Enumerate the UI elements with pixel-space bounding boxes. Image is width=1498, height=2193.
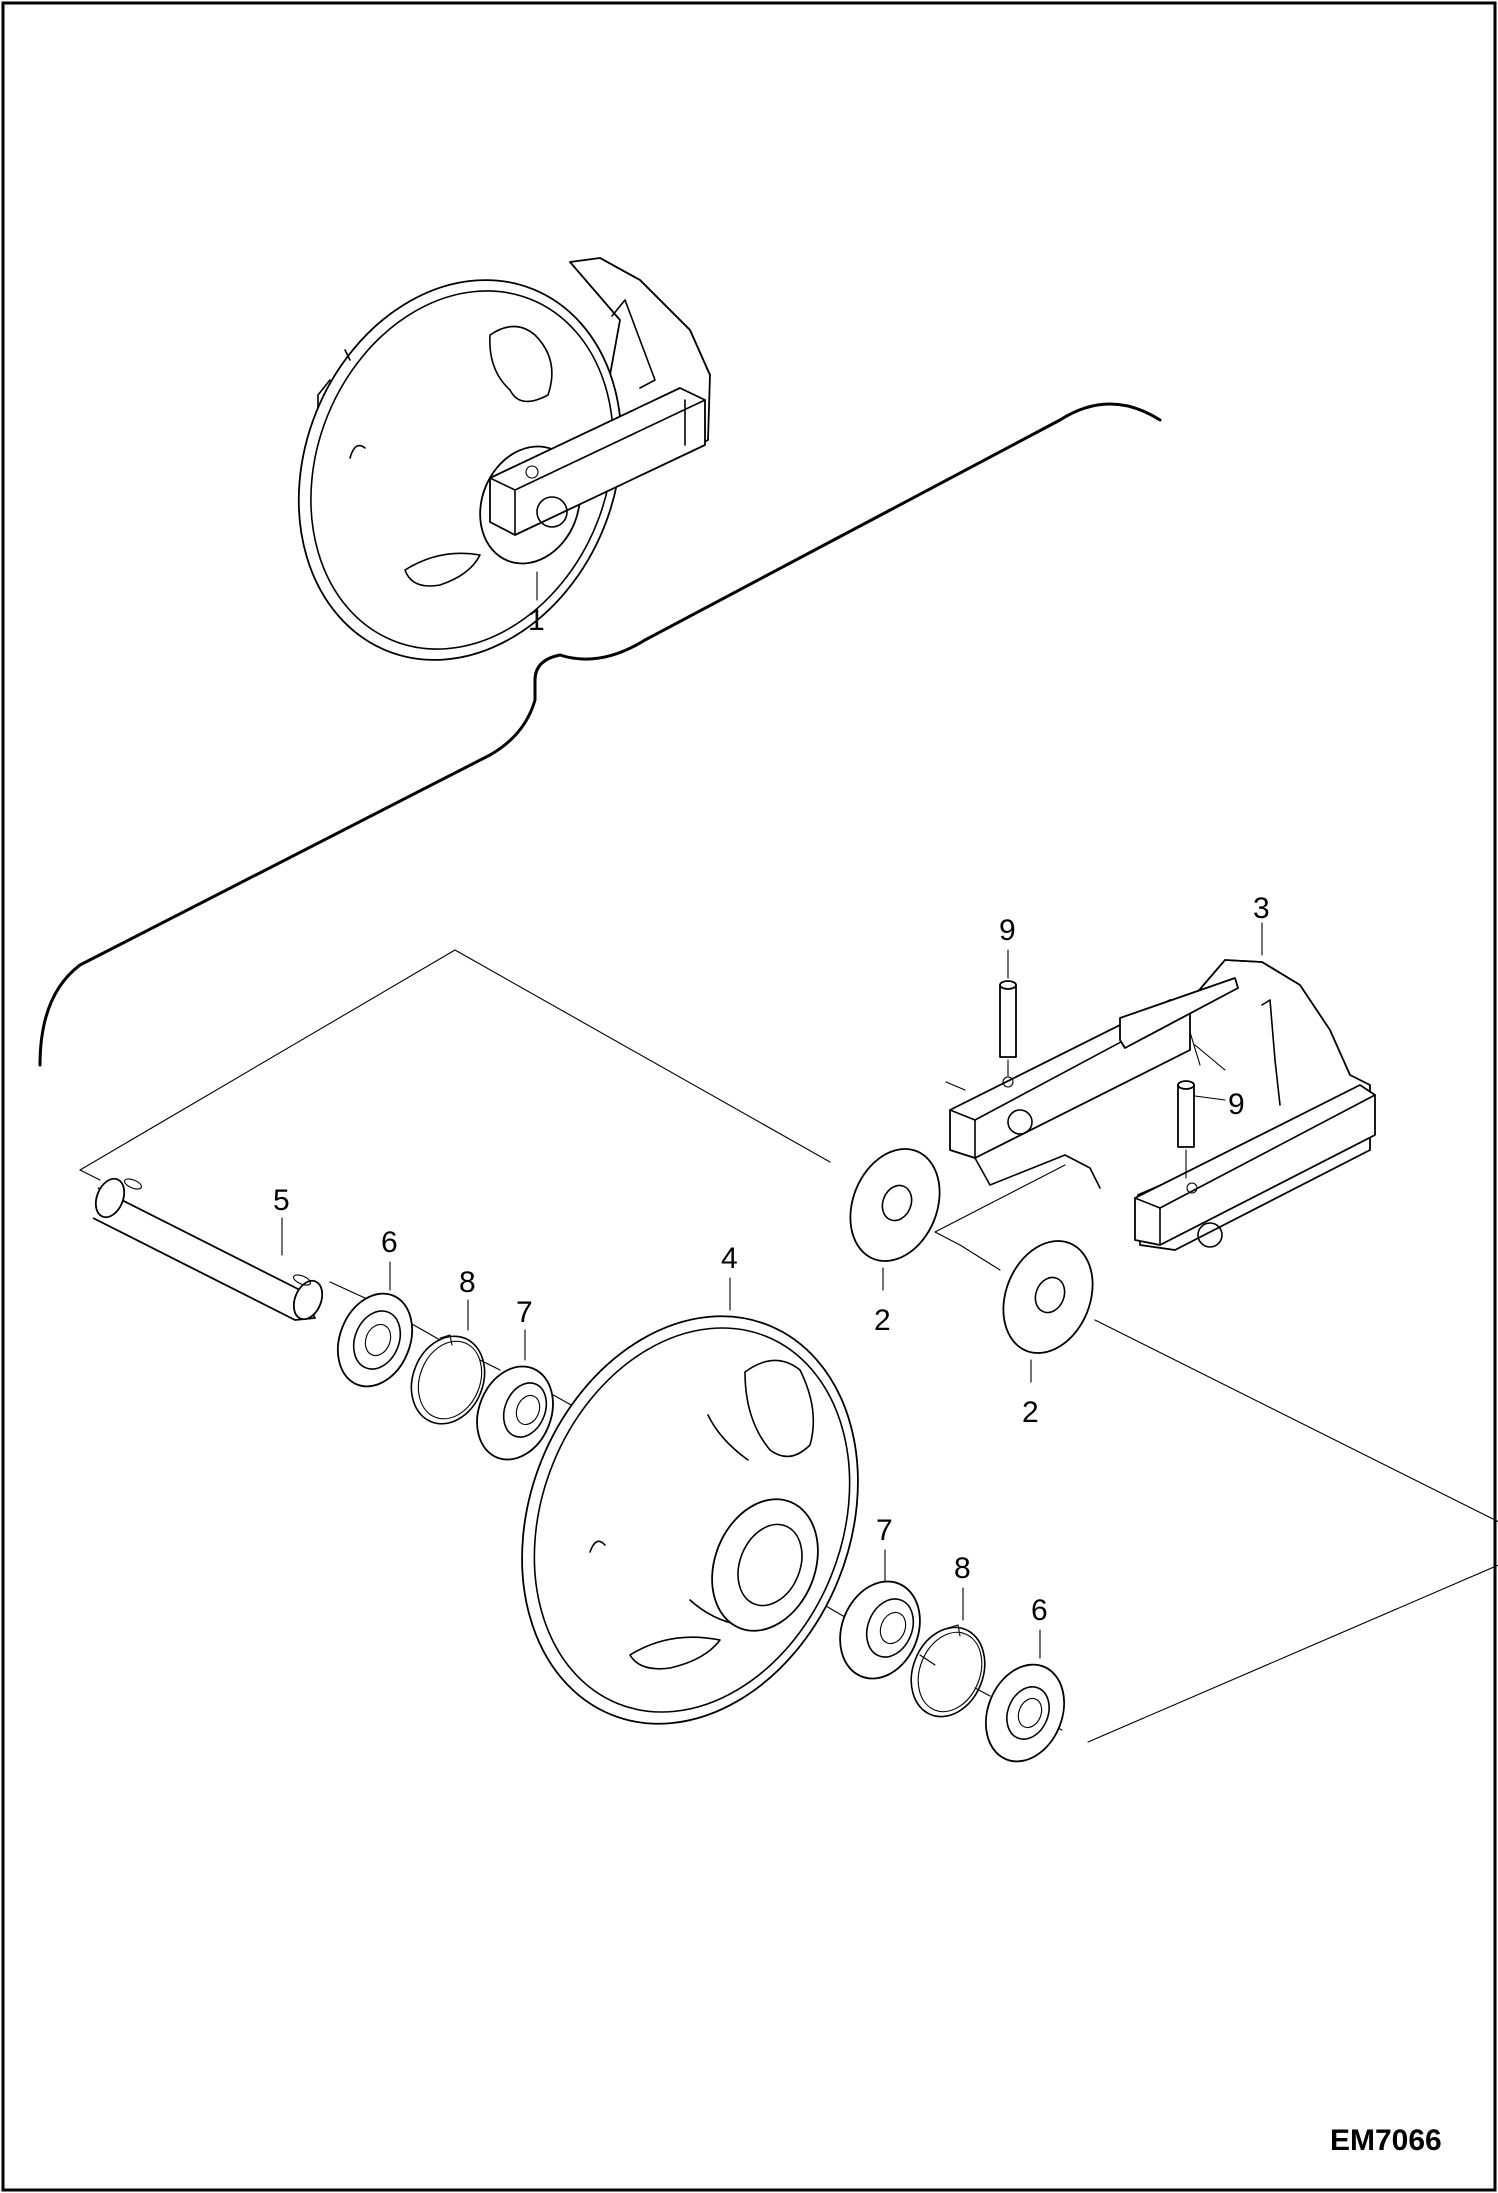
drawing-code: EM7066 xyxy=(1330,2124,1442,2157)
callout-7a: 7 xyxy=(516,1296,533,1329)
callout-6b: 6 xyxy=(1031,1594,1048,1627)
bearing-part-7-a xyxy=(476,1365,554,1461)
callout-2b: 2 xyxy=(1022,1396,1039,1429)
snap-ring-part-9-a xyxy=(410,1334,486,1425)
idler-assembly xyxy=(297,257,711,661)
separator-curve xyxy=(38,402,1162,1067)
callout-7b: 7 xyxy=(876,1514,893,1547)
callout-8a: 9 xyxy=(999,914,1016,947)
washer-part-2-b xyxy=(1002,1240,1094,1354)
callout-8b: 9 xyxy=(1228,1088,1245,1121)
callout-9b: 8 xyxy=(954,1552,971,1585)
seal-part-6-a xyxy=(336,1292,414,1388)
washer-part-2-a xyxy=(849,1148,941,1262)
callout-6a: 6 xyxy=(381,1226,398,1259)
idler-wheel-part-4 xyxy=(521,1315,859,1725)
pin-part-8-a xyxy=(999,980,1017,1058)
callout-9a: 8 xyxy=(459,1266,476,1299)
callout-5: 5 xyxy=(273,1184,290,1217)
callout-3: 3 xyxy=(1253,892,1270,925)
pin-part-8-b xyxy=(1177,1080,1195,1148)
assembly-lines xyxy=(79,949,1498,1743)
shaft-part-5 xyxy=(92,1177,324,1321)
callout-1: 1 xyxy=(528,604,545,637)
bearing-part-7-b xyxy=(839,1580,921,1680)
callout-2a: 2 xyxy=(874,1304,891,1337)
callout-4: 4 xyxy=(721,1242,738,1275)
snap-ring-part-9-b xyxy=(910,1624,986,1718)
seal-part-6-b xyxy=(985,1663,1065,1763)
bracket-part-3 xyxy=(949,959,1376,1251)
